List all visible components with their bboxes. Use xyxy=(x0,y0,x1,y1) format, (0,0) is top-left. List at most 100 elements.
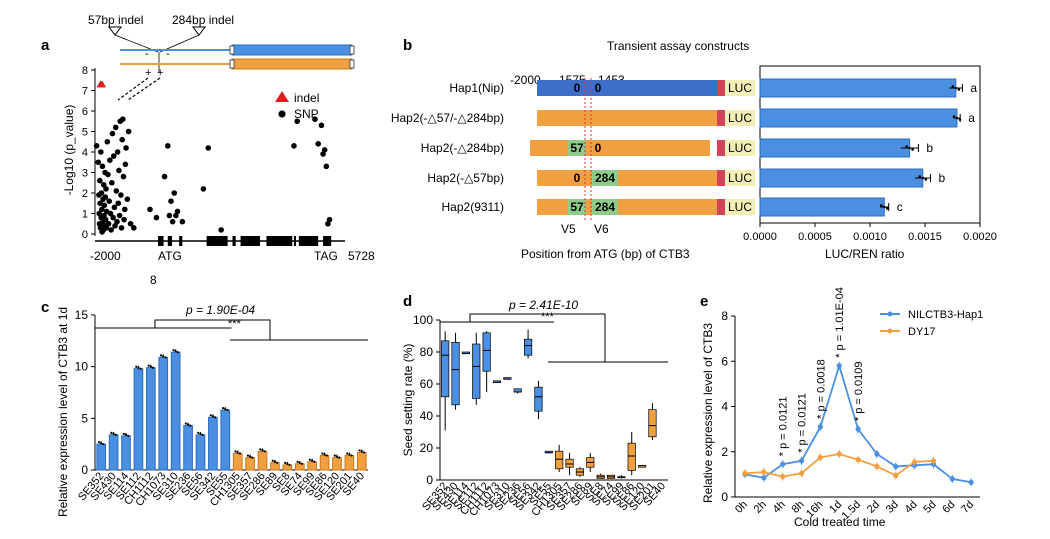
e-pvalue-label: * p = 1.01E-04 xyxy=(834,287,846,358)
replicate-dot xyxy=(251,456,254,459)
snp-point xyxy=(114,149,121,155)
snp-point xyxy=(312,116,318,122)
snp-point xyxy=(106,198,113,204)
luc-box xyxy=(725,199,755,215)
replicate-dot xyxy=(151,366,155,369)
snp-point xyxy=(103,225,110,231)
promoter-bar xyxy=(537,110,717,126)
c-bracket-top xyxy=(154,319,271,340)
exon-block xyxy=(298,236,319,246)
e-point xyxy=(742,470,748,476)
replicate-dot xyxy=(284,461,287,464)
snp-point xyxy=(113,188,120,194)
replicate-dot xyxy=(172,349,175,352)
replicate-dot xyxy=(276,461,279,464)
snp-point xyxy=(121,206,128,213)
replicate-dot xyxy=(211,415,214,418)
snp-point xyxy=(323,163,330,170)
replicate-dot xyxy=(234,450,237,453)
construct-label: Hap2(9311) xyxy=(442,200,504,214)
snp-point xyxy=(147,206,153,213)
replicate-dot xyxy=(335,455,339,458)
snp-point xyxy=(105,220,112,227)
indel-57-label: 57bp indel xyxy=(88,13,143,27)
e-xtick-label: 7d xyxy=(959,499,976,516)
promoter-end-block xyxy=(717,80,725,96)
construct-label: Hap2(-△57bp) xyxy=(427,171,504,185)
snp-point xyxy=(95,159,102,166)
e-point xyxy=(930,458,937,464)
c-ytick-label: 10 xyxy=(75,360,89,374)
replicate-dot xyxy=(139,367,142,370)
replicate-dot xyxy=(261,449,264,452)
significance-letter: b xyxy=(926,141,933,155)
snp-point xyxy=(174,208,181,215)
seed-set-box xyxy=(565,458,574,468)
d-ylabel: Seed setting rate (%) xyxy=(401,344,415,457)
snp-point xyxy=(124,196,131,202)
snp-legend-icon xyxy=(278,110,286,118)
replicate-dot xyxy=(951,85,955,88)
seed-set-box xyxy=(648,409,657,438)
segment-label: 57 xyxy=(570,200,584,214)
indel-284-label: 284bp indel xyxy=(172,13,234,27)
replicate-dot xyxy=(883,205,886,209)
replicate-dot xyxy=(100,442,103,445)
a-ytick-label: 7 xyxy=(82,86,88,98)
hap2-gene-box xyxy=(231,58,353,70)
promoter-bar xyxy=(530,140,710,156)
a-xtick-tag: TAG xyxy=(314,249,338,263)
segment-label: 0 xyxy=(574,81,581,95)
indel-point xyxy=(98,80,107,88)
replicate-dot xyxy=(159,354,163,357)
luc-label: LUC xyxy=(728,171,752,185)
construct-label: Hap2(-△284bp) xyxy=(421,141,504,155)
b-v6-label: V6 xyxy=(594,222,609,236)
seed-set-box xyxy=(555,450,564,470)
snp-point xyxy=(125,128,132,135)
e-point xyxy=(836,451,842,457)
expression-bar xyxy=(145,367,156,471)
e-pvalue-label: * p = 0.0018 xyxy=(815,359,827,419)
a-below-label: 8 xyxy=(150,273,157,287)
replicate-dot xyxy=(102,443,105,446)
snp-point xyxy=(116,167,122,174)
snp-point xyxy=(131,225,137,231)
snp-point xyxy=(315,141,322,147)
d-ytick-label: 80 xyxy=(420,345,434,359)
c-ytick-label: 5 xyxy=(81,411,88,425)
promoter-end-block xyxy=(717,199,725,215)
significance-letter: b xyxy=(939,171,946,185)
replicate-dot xyxy=(348,453,351,456)
luc-box xyxy=(725,140,755,156)
segment-label: 0 xyxy=(574,171,581,185)
e-xlabel: Cold treated time xyxy=(794,515,886,529)
replicate-dot xyxy=(323,453,326,456)
snp-point xyxy=(291,143,297,149)
e-pvalue-label: * p = 0.0109 xyxy=(853,361,865,421)
luc-ratio-bar xyxy=(759,197,885,217)
b-xtick-label: 0.0020 xyxy=(963,231,997,243)
luc-ratio-bar xyxy=(759,138,911,158)
replicate-dot xyxy=(905,145,908,148)
replicate-dot xyxy=(908,146,911,150)
e-xtick-label: 2h xyxy=(752,499,769,516)
promoter-bar xyxy=(537,199,717,215)
e-point xyxy=(874,463,880,470)
significance-letter: a xyxy=(970,81,977,95)
luc-label: LUC xyxy=(728,111,752,125)
replicate-dot xyxy=(286,462,289,465)
snp-point xyxy=(97,177,103,184)
promoter-end-block xyxy=(717,140,725,156)
snp-point xyxy=(98,190,105,196)
replicate-dot xyxy=(360,450,363,453)
panel-a: a 57bp indel 284bp indel - - + + 0123456… xyxy=(41,13,375,287)
replicate-dot xyxy=(313,460,316,463)
b-xtick-label: 0.0005 xyxy=(798,231,832,243)
segment-57-box xyxy=(568,199,586,215)
e-xtick-label: 8h xyxy=(790,499,807,516)
snp-point xyxy=(112,124,119,131)
luc-box xyxy=(725,80,755,96)
replicate-dot xyxy=(197,431,200,434)
